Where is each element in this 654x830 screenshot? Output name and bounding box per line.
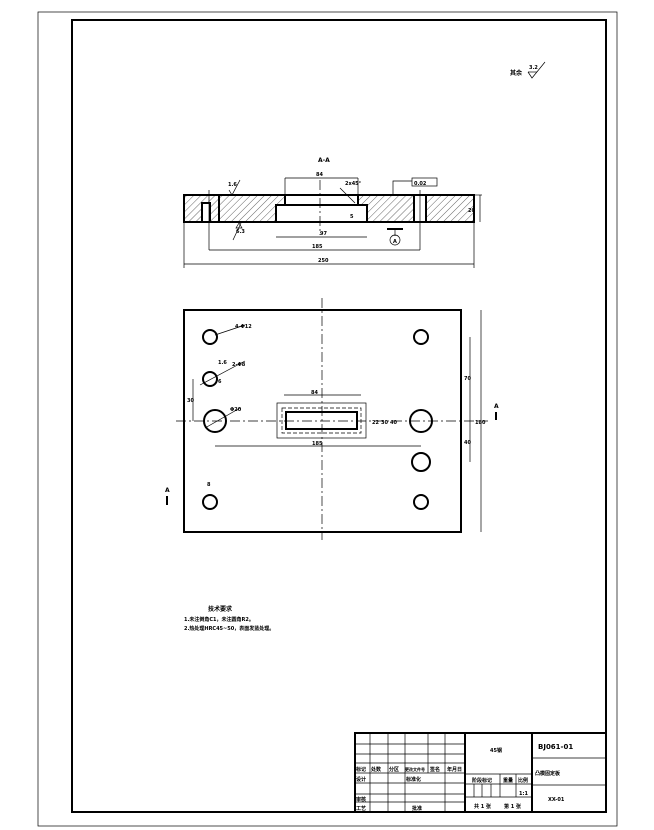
drawing-label: 标记 (355, 766, 366, 773)
drawing-label: 30 (381, 420, 388, 426)
drawing-label: 分区 (389, 766, 399, 773)
drawing-label: 工艺 (356, 805, 366, 812)
drawing-label: A (393, 239, 397, 245)
drawing-label: 6.3 (236, 229, 245, 235)
flatness-frame (411, 177, 438, 187)
slot (285, 411, 358, 430)
drawing-label: 阶段标记 (472, 777, 492, 784)
drawing-label: 重量 (503, 777, 513, 784)
note-line: 1.未注倒角C1，未注圆角R2。 (184, 616, 254, 623)
note-line: 2.热处理HRC45~50，表面发蓝处理。 (184, 625, 274, 632)
drawing-label: A (165, 487, 170, 494)
technical-requirements: 技术要求 1.未注倒角C1，未注圆角R2。 2.热处理HRC45~50，表面发蓝… (184, 605, 274, 632)
drawing-label: 1.6 (218, 360, 227, 366)
drawing-label: 30 (187, 398, 194, 404)
drawing-label: 批准 (412, 805, 422, 812)
drawing-label: 0.02 (414, 181, 427, 187)
drawing-label: 其余 (510, 69, 523, 77)
drawing-label: 250 (318, 258, 329, 264)
drawing-label: 2-Φ8 (232, 362, 246, 368)
drawing-label: A (494, 403, 499, 410)
drawing-label: 签名 (429, 766, 440, 773)
datum-circle (389, 234, 401, 246)
section-label: A-A (318, 157, 330, 164)
drawing-label: 180 (475, 420, 486, 426)
plan-view: 4-Φ12 2-Φ8 1.6 Φ20 84 22 30 40 185 30 70… (165, 298, 499, 540)
drawing-label: 40 (390, 420, 397, 426)
drawing-label: 更改文件号 (405, 766, 425, 772)
section-marker-right: A (494, 403, 499, 420)
section-view-a-a: A-A 84 2x45° 0.02 5 97 185 (183, 157, 482, 268)
drawing-label: 审核 (356, 796, 366, 803)
drawing-label: 年月日 (447, 766, 462, 773)
drawing-label: 1:1 (519, 791, 528, 797)
notes-title: 技术要求 (208, 605, 233, 613)
company-code: XX-01 (548, 797, 565, 803)
drawing-label: 22 (372, 420, 379, 426)
drawing-label: 8 (207, 482, 211, 488)
outer-frame (37, 11, 618, 827)
title-block: 标记 处数 分区 更改文件号 签名 年月日 设计 标准化 审核 工艺 批准 阶段… (354, 732, 607, 813)
drawing-label: 4-Φ12 (235, 324, 252, 330)
drawing-label: 70 (464, 376, 471, 382)
drawing-label: 5 (350, 214, 354, 220)
drawing-label: 40 (464, 440, 471, 446)
material: 45钢 (490, 747, 502, 754)
drawing-label: 1.6 (228, 182, 237, 188)
holes (202, 329, 433, 510)
drawing-label: 185 (312, 441, 323, 447)
drawing-label: 第 1 张 (504, 803, 522, 810)
drawing-label: 2x45° (345, 181, 362, 187)
drawing-label: 84 (311, 390, 318, 396)
drawing-label: 3.2 (529, 65, 538, 71)
part-name: 凸模固定板 (535, 770, 561, 777)
drawing-label: 97 (320, 231, 327, 237)
drawing-label: 设计 (356, 776, 366, 783)
drawing-label: 6 (218, 379, 222, 385)
drawing-label: 标准化 (405, 776, 421, 783)
general-roughness-symbol: 其余 3.2 (510, 61, 546, 79)
drawing-number: BJ061-01 (538, 743, 573, 751)
drawing-label: 处数 (370, 766, 382, 773)
drawing-label: 84 (316, 172, 323, 178)
section-marker-left: A (165, 487, 170, 505)
drawing-label: 20 (468, 208, 475, 214)
drawing-border (71, 19, 607, 813)
drawing-label: 比例 (518, 777, 528, 784)
drawing-label: 共 1 张 (474, 803, 492, 810)
drawing-label: 185 (312, 244, 323, 250)
